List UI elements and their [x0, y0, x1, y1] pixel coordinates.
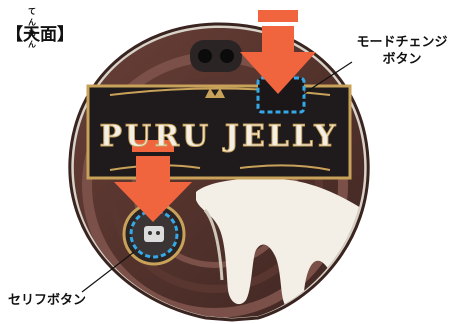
camera-housing [190, 40, 242, 72]
down-arrow-icon [240, 10, 316, 94]
callout-leader [81, 251, 135, 293]
heading-label: 【天面】 [6, 25, 74, 45]
decor-ring [107, 77, 323, 293]
camera-lens-icon [198, 49, 212, 63]
mode-change-label: モードチェンジ ボタン [356, 34, 448, 68]
heading-ruby: てん めん [28, 7, 37, 49]
mode-change-label-line1: モードチェンジ [356, 35, 448, 50]
mode-change-label-line2: ボタン [382, 52, 422, 67]
down-arrow-icon [114, 140, 192, 222]
serif-button-icon [144, 226, 164, 242]
cream-drip [196, 178, 365, 318]
crown-ornament [205, 88, 225, 98]
camera-lens-icon [220, 49, 234, 63]
serif-button-icon-eye [156, 231, 160, 235]
callout-leader [299, 61, 353, 97]
cream-drip-shadow [203, 209, 224, 281]
serif-button-label: セリフボタン [8, 293, 87, 308]
product-title: PURU JELLY [99, 119, 338, 154]
serif-button-icon-eye [148, 231, 152, 235]
